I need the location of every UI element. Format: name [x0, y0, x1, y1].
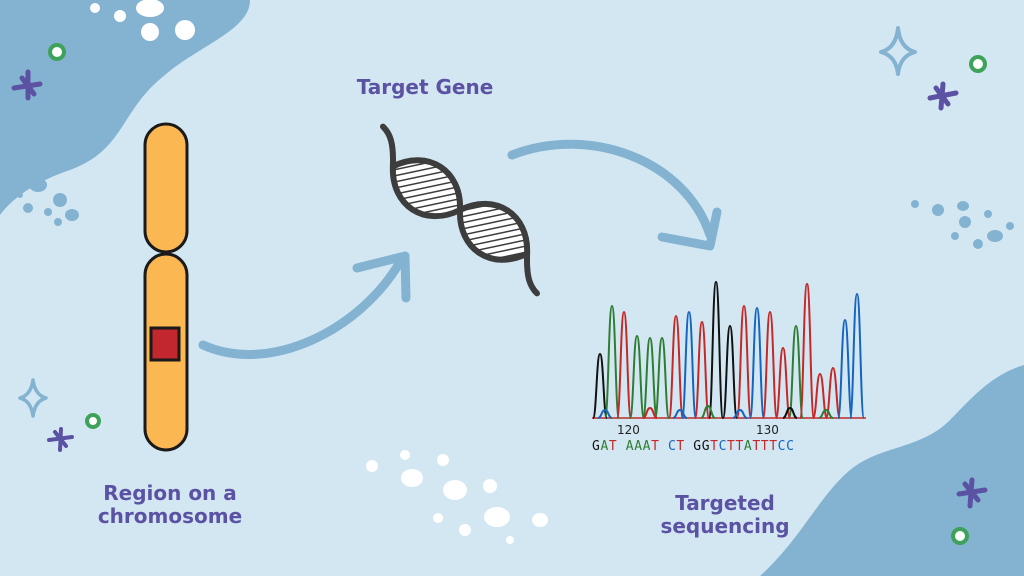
- position-tick-label: 130: [756, 423, 779, 437]
- chromatogram-peak: [654, 336, 670, 419]
- chromatogram-peak: [799, 282, 815, 419]
- chromatogram-peak: [749, 306, 765, 419]
- region-on-chromosome-label: Region on a chromosome: [70, 482, 270, 528]
- sparkle-icon-left: [18, 378, 48, 418]
- base-letter: [660, 439, 668, 454]
- chromatogram-peak: [825, 366, 841, 419]
- arrow-gene-to-sequencing: [507, 139, 722, 251]
- base-letter: T: [752, 439, 761, 454]
- chromatogram-peak: [616, 310, 632, 419]
- base-letter: A: [743, 439, 753, 454]
- chromatogram-peak: [762, 310, 778, 419]
- base-letter: T: [608, 439, 618, 454]
- seq-label-line2: sequencing: [660, 514, 790, 538]
- arrow-chromosome-to-gene: [198, 251, 411, 359]
- base-letter: G: [701, 439, 711, 454]
- base-letter: G: [592, 439, 601, 454]
- base-letter: T: [651, 439, 660, 454]
- chromatogram-peak: [849, 292, 865, 419]
- chromatogram-peak: [629, 334, 645, 419]
- blob-bottom-right: [760, 365, 1024, 576]
- base-letter: A: [625, 439, 635, 454]
- targeted-sequencing-label: Targeted sequencing: [635, 492, 815, 538]
- base-letter: C: [667, 439, 677, 454]
- dna-helix-icon: [379, 123, 541, 297]
- base-sequence: GAT AAAT CT GGTCTTATTTCC: [592, 439, 795, 454]
- chromatogram-peak: [736, 304, 752, 419]
- chromatogram-peak: [604, 304, 620, 419]
- target-gene-label: Target Gene: [356, 75, 494, 99]
- chromatogram: [592, 280, 866, 419]
- base-letter: [685, 439, 693, 454]
- seq-label-line1: Targeted: [675, 491, 775, 515]
- base-letter: [617, 439, 625, 454]
- base-letter: C: [777, 439, 787, 454]
- asterisk-icon-top-left: [11, 69, 43, 101]
- base-letter: T: [710, 439, 719, 454]
- chromatogram-peak: [597, 408, 613, 419]
- chromosome: [143, 122, 189, 452]
- base-letter: T: [676, 439, 685, 454]
- base-letter: C: [718, 439, 727, 454]
- chromatogram-peak: [694, 320, 710, 419]
- asterisk-icon-bottom-right: [956, 477, 988, 509]
- dots-top-left: [90, 0, 195, 41]
- dots-bottom: [366, 450, 548, 544]
- asterisk-icon-top-right: [927, 81, 959, 111]
- chromatogram-peak: [708, 280, 724, 419]
- chromatogram-peak: [642, 406, 658, 419]
- region-label-line1: Region on a: [103, 481, 237, 505]
- asterisk-icon-left: [47, 427, 74, 452]
- chromatogram-peak: [668, 314, 684, 419]
- position-tick-label: 120: [617, 423, 640, 437]
- ring-icons: [48, 43, 987, 545]
- dots-right: [911, 200, 1014, 249]
- base-letter: A: [634, 439, 643, 454]
- sparkle-icon-top-right: [879, 26, 917, 76]
- chromatogram-peak: [812, 372, 828, 419]
- base-letter: T: [760, 439, 770, 454]
- base-letter: A: [600, 439, 609, 454]
- base-letter: T: [727, 439, 736, 454]
- chromatogram-peak: [700, 404, 716, 419]
- chromatogram-peak: [837, 318, 853, 419]
- chromatogram-peak: [788, 324, 804, 419]
- chromatogram-peak: [592, 352, 608, 419]
- base-letter: T: [735, 439, 744, 454]
- base-letter: A: [642, 439, 652, 454]
- base-letter: G: [693, 439, 702, 454]
- base-letter: T: [769, 439, 778, 454]
- chromatogram-peak: [782, 406, 798, 419]
- chromatogram-peak: [672, 408, 688, 419]
- chromatogram-peak: [642, 336, 658, 419]
- region-label-line2: chromosome: [97, 504, 243, 528]
- chromatogram-peak: [681, 310, 697, 419]
- chromatogram-peak: [732, 408, 748, 419]
- gene-region-band: [149, 326, 181, 362]
- chromatogram-peak: [818, 408, 834, 419]
- dots-left: [17, 178, 79, 226]
- chromatogram-peak: [775, 346, 791, 419]
- base-letter: C: [786, 439, 795, 454]
- chromatogram-peak: [722, 324, 738, 419]
